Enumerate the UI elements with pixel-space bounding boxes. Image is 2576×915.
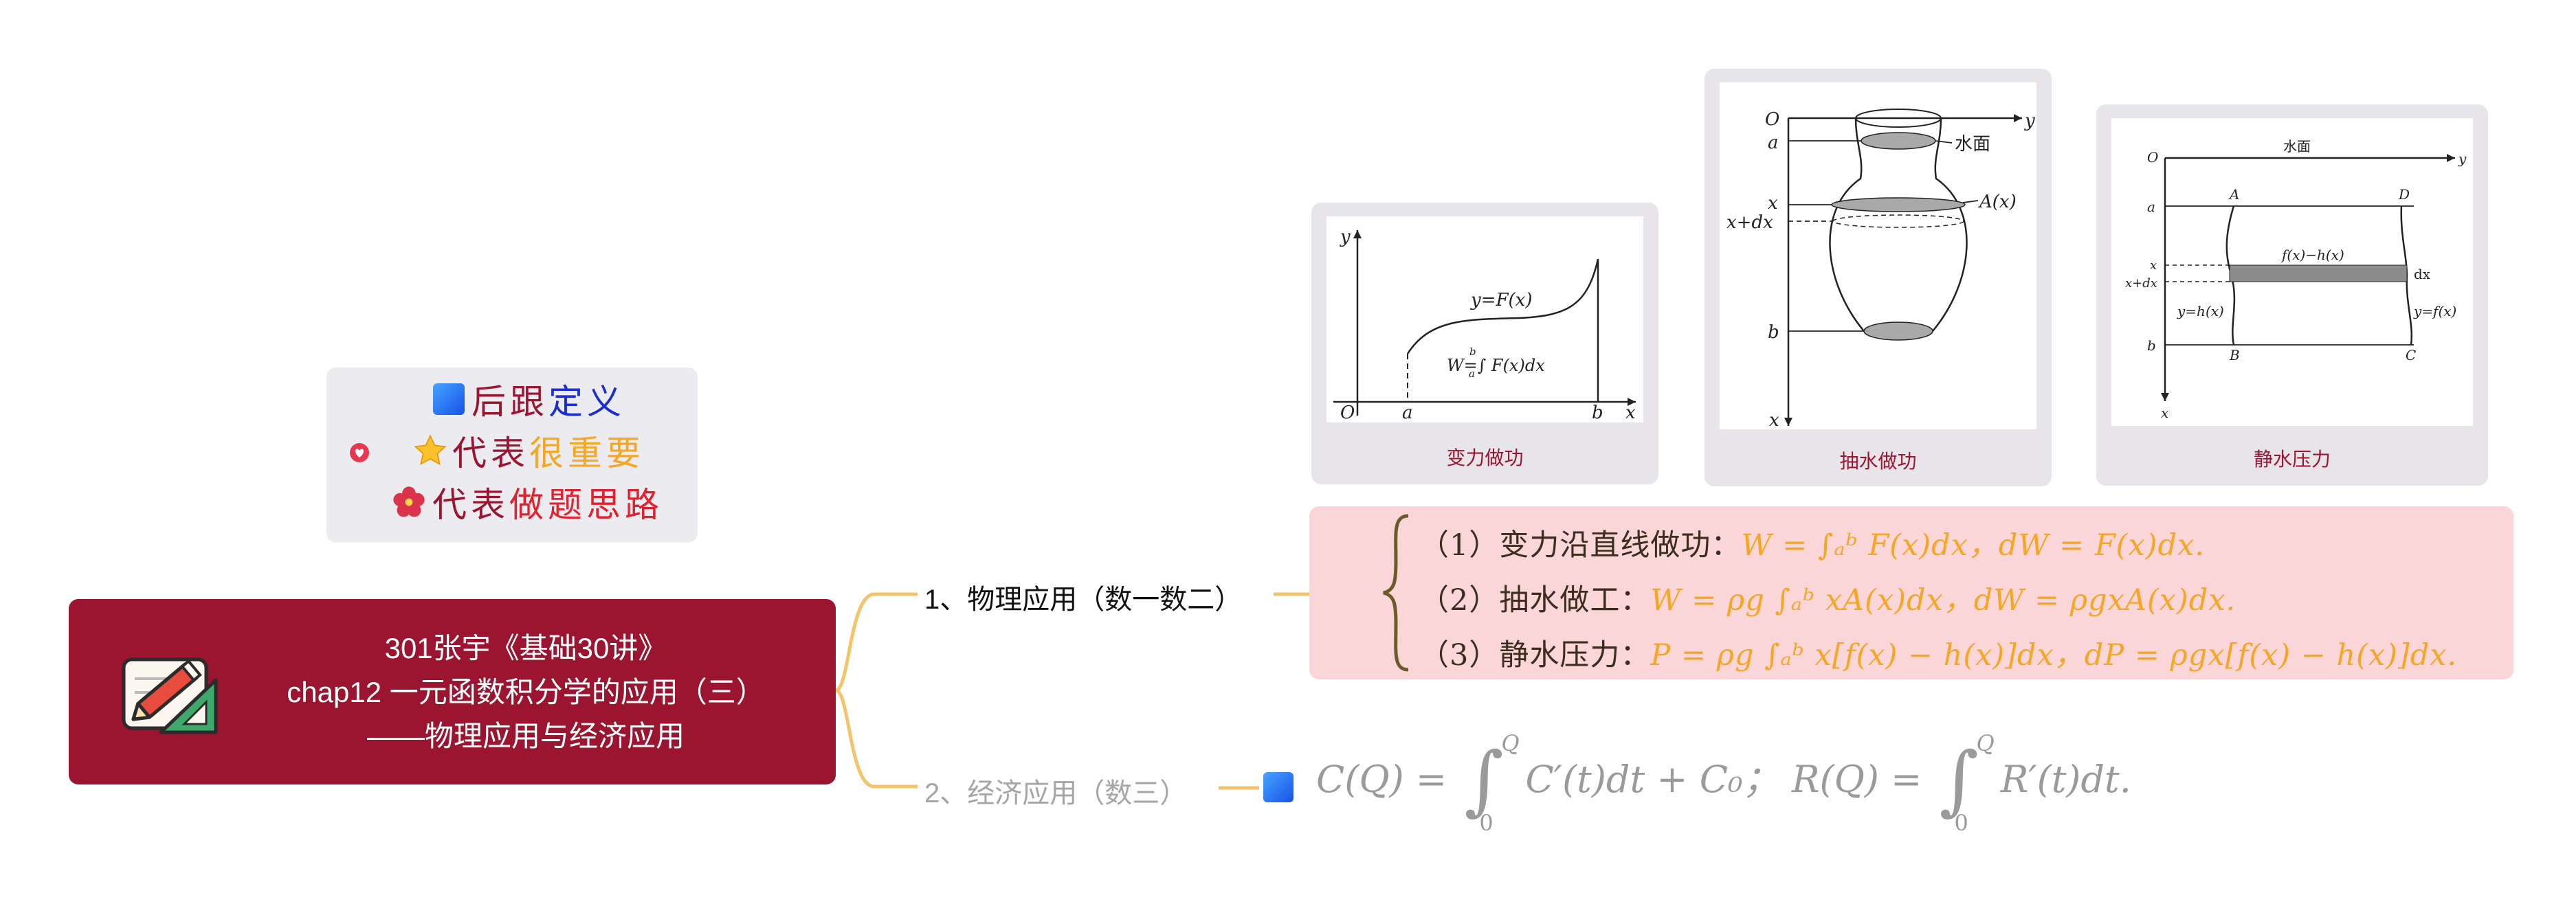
cost-lhs: C(Q) = (1316, 758, 1459, 801)
level-a-label: a (2147, 199, 2155, 215)
point-a-label: a (1402, 403, 1413, 422)
formula-row-variable-force: （1）变力沿直线做功：W = ∫ₐᵇ F(x)dx，dW = F(x)dx. (1419, 521, 2205, 564)
physics-formulas-box[interactable]: （1）变力沿直线做功：W = ∫ₐᵇ F(x)dx，dW = F(x)dx. （… (1309, 506, 2513, 679)
curve-h-label: y=h(x) (2177, 303, 2224, 319)
origin-label: O (1765, 109, 1779, 130)
integral-revenue: ∫ Q 0 (1939, 730, 1995, 836)
blue-square-icon (1263, 772, 1293, 802)
legend-word-definition: 定义 (548, 382, 625, 422)
branch-physics-label: 1、物理应用（数一数二） (924, 585, 1243, 615)
corner-D-label: D (2398, 186, 2410, 203)
variable-force-caption: 变力做功 (1446, 447, 1524, 468)
width-label: f(x)−h(x) (2280, 247, 2344, 263)
water-surface-label: 水面 (1955, 134, 1990, 155)
legend-panel: 后跟 定义 代表 很重要 代表 做题思路 (326, 368, 698, 543)
economics-formula[interactable]: C(Q) = ∫ Q 0 C′(t)dt + C₀； R(Q) = ∫ Q 0 … (1316, 730, 2131, 836)
work-formula-label: W=∫ F(x)dx (1447, 356, 1545, 375)
image-card-hydrostatic-pressure[interactable]: O 水面 y a A D f(x)−h(x) x x+dx dx y=h(x) … (2096, 104, 2488, 486)
level-b-label: b (2147, 337, 2156, 354)
dx-label: dx (2414, 266, 2431, 282)
corner-C-label: C (2406, 347, 2416, 363)
heart-icon[interactable] (349, 442, 370, 463)
integral-upper-limit: b (1469, 346, 1476, 358)
axis-label-x: x (1769, 410, 1779, 429)
level-xdx-label: x+dx (1726, 212, 1773, 233)
formula-math: P = ρg ∫ₐᵇ x[f(x) − h(x)]dx，dP = ρgx[f(x… (1650, 638, 2458, 673)
revenue-rhs: R′(t)dt. (2000, 758, 2131, 801)
star-icon (414, 434, 447, 466)
formula-label: （1）变力沿直线做功： (1419, 528, 1742, 563)
legend-row-approach: 代表 做题思路 (390, 477, 663, 527)
hibiscus-icon (393, 486, 425, 517)
left-brace-icon (1383, 514, 1409, 672)
axis-label-y: y (2024, 111, 2035, 131)
level-a-label: a (1768, 133, 1779, 153)
legend-row-important: 代表 很重要 (412, 426, 645, 475)
axis-label-x: x (2161, 405, 2168, 421)
water-surface-label: 水面 (2283, 138, 2311, 155)
cost-rhs: C′(t)dt + C₀； (1525, 758, 1780, 801)
pumping-water-diagram: O y a 水面 x x+dx A(x) b x (1726, 109, 2035, 431)
revenue-lhs: R(Q) = (1791, 758, 1934, 801)
variable-force-figure: y y=F(x) W=∫ F(x)dx b a O a b x (1326, 216, 1643, 423)
branch-economics[interactable]: 2、经济应用（数三） (924, 771, 1187, 811)
level-b-label: b (1768, 322, 1779, 343)
formula-label: （2）抽水做工： (1419, 583, 1651, 618)
root-title-line1: 301张宇《基础30讲》 (384, 632, 667, 664)
formula-row-pumping: （2）抽水做工：W = ρg ∫ₐᵇ xA(x)dx，dW = ρgxA(x)d… (1419, 576, 2236, 619)
blue-square-icon (433, 383, 465, 415)
branch-physics[interactable]: 1、物理应用（数一数二） (924, 577, 1242, 617)
formula-math: W = ∫ₐᵇ F(x)dx，dW = F(x)dx. (1741, 528, 2205, 563)
origin-label: O (1340, 403, 1355, 422)
legend-row-definition: 后跟 定义 (433, 374, 625, 424)
hydrostatic-pressure-caption: 静水压力 (2253, 449, 2331, 470)
formula-row-pressure: （3）静水压力：P = ρg ∫ₐᵇ x[f(x) − h(x)]dx，dP =… (1419, 631, 2457, 674)
root-title-line3: ——物理应用与经济应用 (366, 720, 685, 752)
level-xdx-label: x+dx (2125, 276, 2157, 291)
legend-mark-text: 代表 (452, 433, 529, 473)
image-card-variable-force[interactable]: y y=F(x) W=∫ F(x)dx b a O a b x 变力做功 (1311, 203, 1658, 484)
corner-B-label: B (2229, 347, 2240, 363)
connector-economics (834, 688, 918, 789)
curve-label: y=F(x) (1470, 290, 1532, 310)
legend-word-important: 很重要 (529, 433, 645, 473)
branch-economics-label: 2、经济应用（数三） (924, 778, 1188, 809)
origin-label: O (2147, 149, 2158, 166)
level-x-label: x (1768, 193, 1778, 214)
image-card-pumping-water[interactable]: O y a 水面 x x+dx A(x) b x 抽水做功 (1705, 69, 2052, 486)
pumping-water-figure: O y a 水面 x x+dx A(x) b x (1720, 82, 2036, 431)
axis-label-x: x (1625, 403, 1636, 422)
integral-upper-limit: Q (1501, 730, 1520, 756)
integral-lower-limit: 0 (1954, 810, 1968, 836)
formula-label: （3）静水压力： (1419, 638, 1651, 673)
root-title: 301张宇《基础30讲》 chap12 一元函数积分学的应用（三） ——物理应用… (241, 626, 811, 758)
integral-upper-limit: Q (1976, 730, 1995, 756)
level-x-label: x (2150, 258, 2157, 273)
legend-mark-text: 代表 (432, 485, 509, 525)
curve-f-label: y=f(x) (2413, 303, 2456, 319)
integral-lower-limit: a (1469, 368, 1475, 380)
root-title-line2: chap12 一元函数积分学的应用（三） (287, 676, 765, 708)
corner-A-label: A (2228, 186, 2239, 203)
hydrostatic-pressure-diagram: O 水面 y a A D f(x)−h(x) x x+dx dx y=h(x) … (2125, 138, 2467, 421)
hydrostatic-pressure-figure: O 水面 y a A D f(x)−h(x) x x+dx dx y=h(x) … (2111, 118, 2473, 426)
connector-physics (834, 592, 918, 692)
axis-label-y: y (1340, 227, 1351, 247)
axis-label-y: y (2458, 150, 2467, 167)
area-label: A(x) (1978, 192, 2017, 212)
variable-force-diagram: y y=F(x) W=∫ F(x)dx b a O a b x (1333, 227, 1636, 423)
legend-mark-text: 后跟 (471, 382, 548, 422)
legend-word-approach: 做题思路 (509, 485, 663, 525)
integral-cost: ∫ Q 0 (1464, 730, 1520, 836)
pencil-ruler-icon (122, 657, 218, 734)
integral-lower-limit: 0 (1479, 810, 1494, 836)
point-b-label: b (1592, 403, 1603, 422)
formula-math: W = ρg ∫ₐᵇ xA(x)dx，dW = ρgxA(x)dx. (1650, 583, 2236, 618)
pumping-water-caption: 抽水做功 (1839, 451, 1917, 472)
